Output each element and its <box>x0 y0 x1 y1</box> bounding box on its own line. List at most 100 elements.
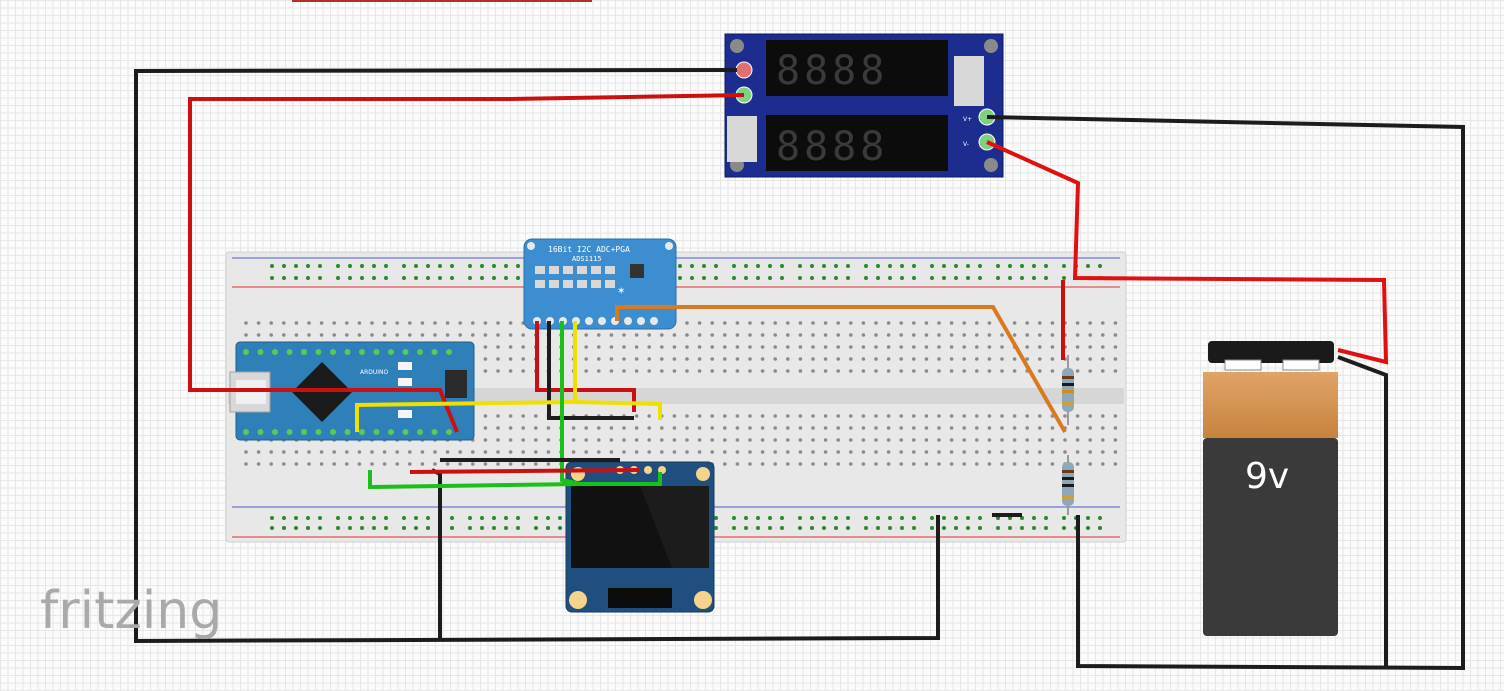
rail-hole[interactable] <box>318 516 322 520</box>
breadboard-hole[interactable] <box>458 450 463 454</box>
rail-hole[interactable] <box>930 276 934 280</box>
breadboard-hole[interactable] <box>861 450 866 454</box>
arduino-pin[interactable] <box>243 349 249 355</box>
breadboard-hole[interactable] <box>345 450 349 454</box>
breadboard-hole[interactable] <box>723 321 727 325</box>
breadboard-hole[interactable] <box>634 357 639 361</box>
breadboard-hole[interactable] <box>886 345 891 349</box>
breadboard-hole[interactable] <box>571 438 576 442</box>
breadboard-hole[interactable] <box>748 462 752 466</box>
breadboard-hole[interactable] <box>697 438 702 442</box>
breadboard-hole[interactable] <box>912 369 916 373</box>
breadboard-hole[interactable] <box>773 345 777 349</box>
breadboard-hole[interactable] <box>924 345 929 349</box>
breadboard-hole[interactable] <box>483 426 488 430</box>
breadboard-hole[interactable] <box>319 462 324 466</box>
breadboard-hole[interactable] <box>508 462 513 466</box>
arduino-pin[interactable] <box>359 349 365 355</box>
breadboard-hole[interactable] <box>256 321 261 325</box>
breadboard-hole[interactable] <box>1088 345 1092 349</box>
rail-hole[interactable] <box>732 526 736 530</box>
breadboard-hole[interactable] <box>886 321 891 325</box>
breadboard-hole[interactable] <box>345 333 349 337</box>
rail-hole[interactable] <box>1020 276 1024 280</box>
rail-hole[interactable] <box>1098 526 1102 530</box>
rail-hole[interactable] <box>1098 516 1102 520</box>
breadboard-hole[interactable] <box>458 462 463 466</box>
arduino-pin[interactable] <box>315 429 322 435</box>
breadboard-hole[interactable] <box>912 414 916 418</box>
rail-hole[interactable] <box>978 526 982 530</box>
oled-pin[interactable] <box>644 466 652 474</box>
rail-hole[interactable] <box>912 264 916 268</box>
rail-hole[interactable] <box>384 276 388 280</box>
breadboard-hole[interactable] <box>609 438 614 442</box>
breadboard-hole[interactable] <box>307 321 311 325</box>
breadboard-hole[interactable] <box>1000 357 1004 361</box>
breadboard-hole[interactable] <box>760 450 765 454</box>
breadboard-hole[interactable] <box>1000 450 1004 454</box>
breadboard-hole[interactable] <box>823 321 828 325</box>
breadboard-hole[interactable] <box>382 321 387 325</box>
breadboard[interactable] <box>225 251 1127 543</box>
breadboard-hole[interactable] <box>760 321 765 325</box>
rail-hole[interactable] <box>756 276 760 280</box>
breadboard-hole[interactable] <box>622 438 626 442</box>
breadboard-hole[interactable] <box>534 450 538 454</box>
breadboard-hole[interactable] <box>899 357 903 361</box>
breadboard-hole[interactable] <box>987 414 992 418</box>
rail-hole[interactable] <box>468 516 472 520</box>
rail-hole[interactable] <box>426 264 430 268</box>
breadboard-hole[interactable] <box>256 462 261 466</box>
breadboard-hole[interactable] <box>433 333 437 337</box>
breadboard-hole[interactable] <box>483 462 488 466</box>
breadboard-hole[interactable] <box>723 345 727 349</box>
breadboard-hole[interactable] <box>1101 321 1105 325</box>
breadboard-hole[interactable] <box>445 450 450 454</box>
breadboard-hole[interactable] <box>975 426 979 430</box>
breadboard-hole[interactable] <box>508 357 513 361</box>
breadboard-hole[interactable] <box>408 321 412 325</box>
rail-hole[interactable] <box>912 276 916 280</box>
breadboard-hole[interactable] <box>760 345 765 349</box>
rail-hole[interactable] <box>318 264 322 268</box>
breadboard-hole[interactable] <box>370 321 374 325</box>
breadboard-hole[interactable] <box>471 333 475 337</box>
breadboard-hole[interactable] <box>899 438 903 442</box>
rail-hole[interactable] <box>846 516 850 520</box>
rail-hole[interactable] <box>360 516 364 520</box>
wire-green-oled-sda[interactable] <box>580 472 662 486</box>
breadboard-hole[interactable] <box>697 426 702 430</box>
breadboard-hole[interactable] <box>471 321 475 325</box>
breadboard-hole[interactable] <box>483 357 488 361</box>
breadboard-hole[interactable] <box>823 426 828 430</box>
rail-hole[interactable] <box>912 526 916 530</box>
rail-hole[interactable] <box>372 276 376 280</box>
breadboard-hole[interactable] <box>1101 333 1105 337</box>
breadboard-hole[interactable] <box>697 333 702 337</box>
rail-hole[interactable] <box>336 276 340 280</box>
rail-hole[interactable] <box>480 264 484 268</box>
breadboard-hole[interactable] <box>357 333 362 337</box>
breadboard-hole[interactable] <box>949 426 954 430</box>
rail-hole[interactable] <box>690 276 694 280</box>
breadboard-hole[interactable] <box>962 369 966 373</box>
breadboard-hole[interactable] <box>1025 321 1029 325</box>
rail-hole[interactable] <box>1044 526 1048 530</box>
breadboard-hole[interactable] <box>571 426 576 430</box>
breadboard-hole[interactable] <box>723 333 727 337</box>
breadboard-hole[interactable] <box>861 426 866 430</box>
breadboard-hole[interactable] <box>597 426 601 430</box>
breadboard-hole[interactable] <box>584 333 588 337</box>
breadboard-hole[interactable] <box>1088 438 1092 442</box>
breadboard-hole[interactable] <box>521 333 525 337</box>
breadboard-hole[interactable] <box>849 321 853 325</box>
breadboard-hole[interactable] <box>1088 462 1092 466</box>
breadboard-hole[interactable] <box>735 462 740 466</box>
breadboard-hole[interactable] <box>975 462 979 466</box>
rail-hole[interactable] <box>372 526 376 530</box>
rail-hole[interactable] <box>930 264 934 268</box>
breadboard-hole[interactable] <box>685 333 689 337</box>
breadboard-hole[interactable] <box>1050 450 1055 454</box>
breadboard-hole[interactable] <box>1063 414 1067 418</box>
